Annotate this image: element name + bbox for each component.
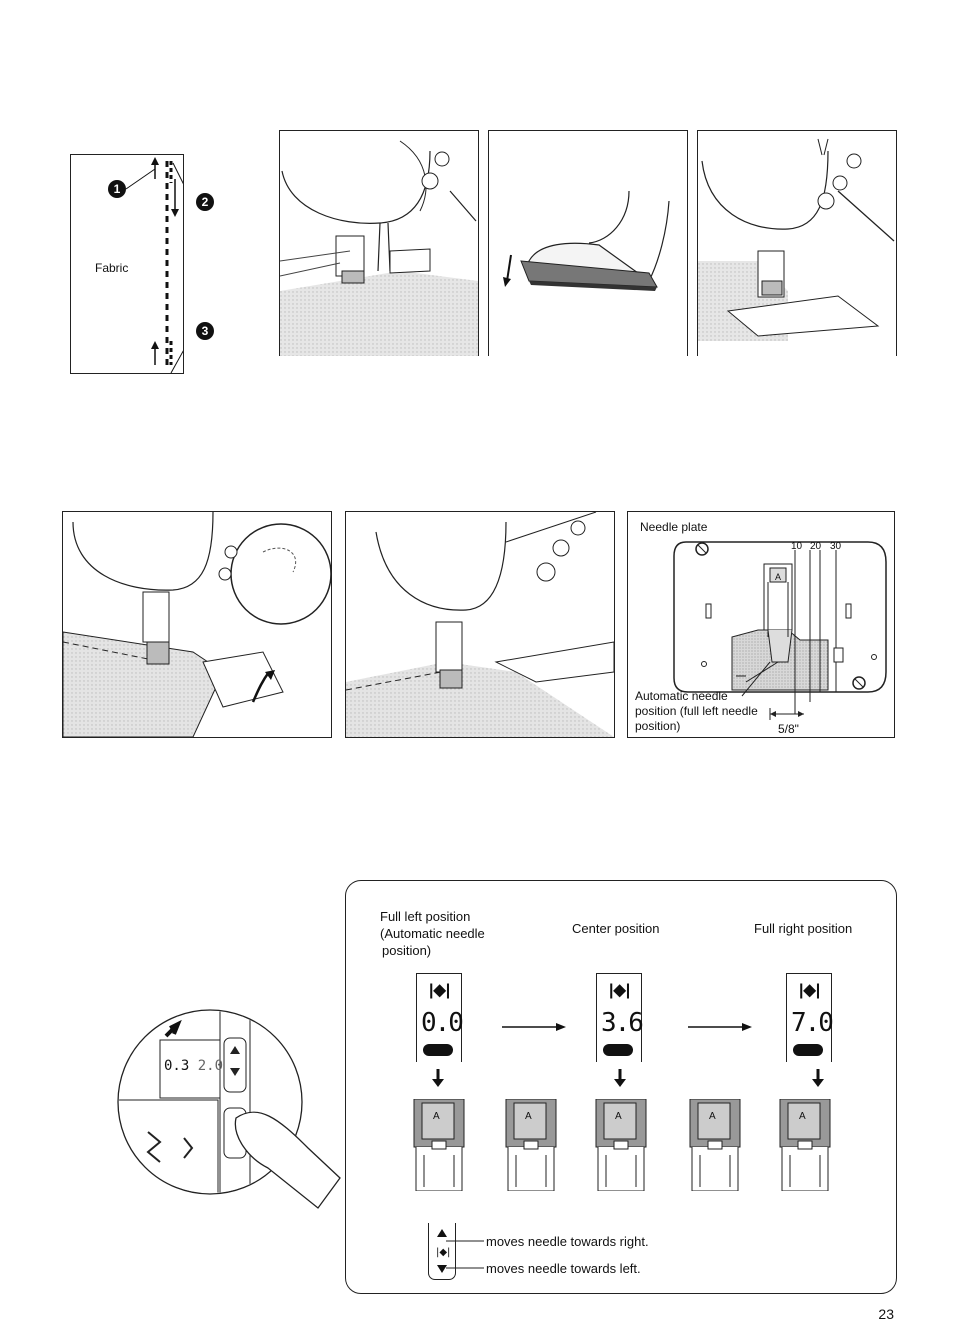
illustration-pivot-fabric — [62, 511, 332, 738]
inset-panel-closeup: 0.3 2.0 — [108, 1008, 348, 1218]
illustration-start-sewing — [279, 130, 479, 356]
marker-1-icon: 1 — [108, 180, 126, 198]
needle-plate-panel: Needle plate 10 2 — [627, 511, 895, 738]
foot-letter-2: A — [525, 1109, 532, 1124]
illustration-foot-controller — [488, 130, 688, 356]
fabric-label: Fabric — [95, 261, 128, 276]
marker-3-icon: 3 — [196, 322, 214, 340]
inset-value-right: 2.0 — [198, 1058, 223, 1074]
presser-letter: A — [775, 570, 781, 584]
measure-label: 5/8" — [778, 722, 799, 736]
fabric-diagram: Fabric — [70, 154, 184, 374]
callout-line-2: position (full left needle — [635, 704, 758, 718]
foot-letter-5: A — [799, 1109, 806, 1124]
scale-20: 20 — [810, 540, 821, 554]
legend-up: moves needle towards right. — [486, 1234, 649, 1249]
illustration-finish-seam — [345, 511, 615, 738]
callout-line-3: position) — [635, 719, 680, 733]
callout-line-1: Automatic needle — [635, 689, 728, 703]
inset-value-left: 0.3 — [164, 1058, 189, 1074]
foot-letter-4: A — [709, 1109, 716, 1124]
scale-10: 10 — [791, 540, 802, 554]
foot-letter-1: A — [433, 1109, 440, 1124]
illustration-reverse-button — [697, 130, 897, 356]
needle-position-box: Full left position (Automatic needle pos… — [345, 880, 897, 1294]
marker-2-icon: 2 — [196, 193, 214, 211]
scale-30: 30 — [830, 540, 841, 554]
page-number: 23 — [878, 1306, 894, 1322]
inset-display-value: 0.3 2.0 — [164, 1058, 223, 1074]
legend-down: moves needle towards left. — [486, 1261, 641, 1276]
foot-letter-3: A — [615, 1109, 622, 1124]
